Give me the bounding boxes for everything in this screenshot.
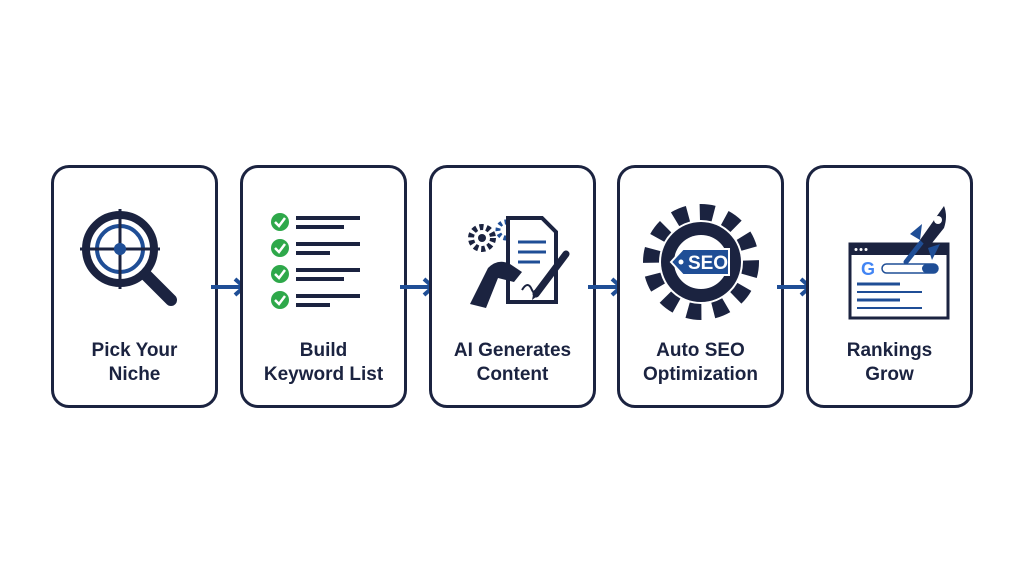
step-card-rankings-grow: G Rankings Grow	[806, 165, 973, 408]
rocket-browser-icon: G	[809, 204, 970, 324]
step-label-line2: Niche	[108, 364, 161, 385]
step-card-auto-seo: SEO Auto SEO Optimization	[617, 165, 784, 408]
checklist-icon	[243, 204, 404, 324]
step-label: Rankings Grow	[809, 339, 970, 387]
step-label-line2: Optimization	[642, 364, 759, 385]
step-label-line1: Rankings	[846, 340, 933, 361]
step-card-keyword-list: Build Keyword List	[240, 165, 407, 408]
google-logo-icon: G	[860, 259, 874, 279]
step-label: Pick Your Niche	[54, 339, 215, 387]
step-label-line1: Build	[299, 340, 348, 361]
magnifier-target-icon	[54, 204, 215, 324]
step-label: Auto SEO Optimization	[620, 339, 781, 387]
step-card-ai-content: AI Generates Content	[429, 165, 596, 408]
step-label-line2: Keyword List	[263, 364, 384, 385]
robot-hand-writing-icon	[432, 204, 593, 324]
step-card-pick-niche: Pick Your Niche	[51, 165, 218, 408]
step-label: AI Generates Content	[432, 339, 593, 387]
step-label-line2: Content	[476, 364, 549, 385]
step-label-line2: Grow	[865, 364, 914, 385]
step-label: Build Keyword List	[243, 339, 404, 387]
step-label-line1: Pick Your	[91, 340, 178, 361]
seo-tag-text: SEO	[687, 253, 727, 274]
gear-seo-tag-icon: SEO	[620, 204, 781, 324]
step-label-line1: AI Generates	[453, 340, 572, 361]
step-label-line1: Auto SEO	[656, 340, 745, 361]
